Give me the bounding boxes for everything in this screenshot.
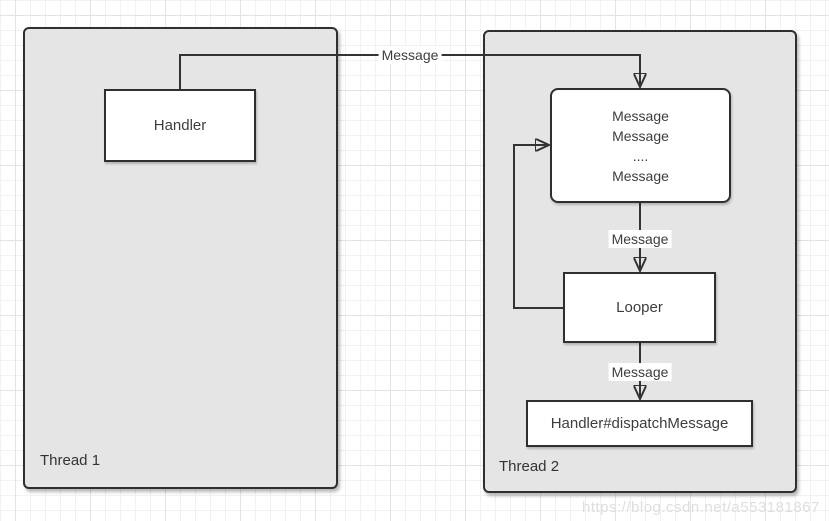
dispatch-message-node: Handler#dispatchMessage [526,400,753,447]
edge-label-looper-to-dispatch: Message [608,363,672,381]
edge-label-handler-to-queue: Message [378,46,442,64]
thread1-label: Thread 1 [40,452,101,469]
dispatch-message-node-label: Handler#dispatchMessage [550,415,729,432]
handler-node: Handler [104,89,256,162]
looper-node-label: Looper [616,299,663,316]
thread2-label: Thread 2 [499,458,560,475]
handler-node-label: Handler [153,117,207,134]
message-queue-line: Message [612,107,669,124]
looper-node: Looper [563,272,716,343]
message-queue-line: Message [612,127,669,144]
message-queue-node: Message Message .... Message [550,88,731,203]
watermark-url: https://blog.csdn.net/a553181867 [582,499,820,516]
message-queue-line: Message [612,167,669,184]
edge-label-queue-to-looper: Message [608,230,672,248]
message-queue-ellipsis: .... [632,147,649,164]
